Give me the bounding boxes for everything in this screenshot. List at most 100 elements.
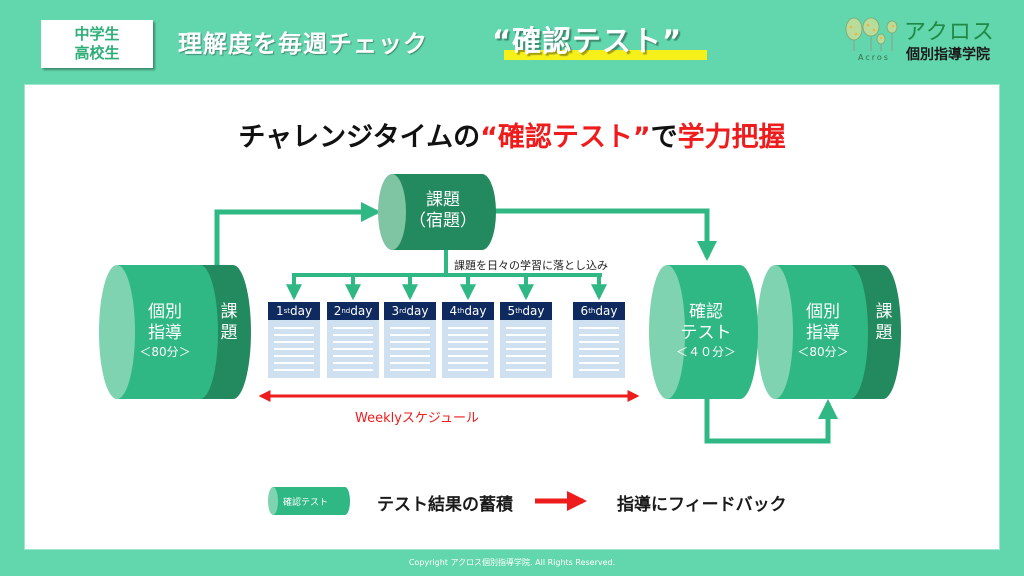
day-label: day [464,304,487,318]
text-line [390,369,430,371]
homework-line-1: 課題 [426,190,460,210]
left-homework-side-label: 課 題 [217,302,241,344]
right-lesson-cylinder [757,265,901,399]
text-line [579,341,619,343]
text-line [506,341,546,343]
text-line [579,362,619,364]
text-line [506,369,546,371]
grade-badge: 中学生 高校生 [41,20,153,68]
main-title: チャレンジタイムの“確認テスト”で学力把握 [25,115,999,154]
day-card-lines [573,320,625,371]
right-lesson-line-1: 個別 [806,302,840,322]
text-line [333,327,373,329]
title-part-1: チャレンジタイムの [238,122,481,153]
logo-subtitle: 個別指導学院 [906,47,990,63]
text-line [579,369,619,371]
text-line [274,334,314,336]
day-number: 6 [580,304,589,318]
footer-copyright: Copyright アクロス個別指導学院. All Rights Reserve… [408,558,616,567]
arrow-homework-to-test [493,208,717,261]
day-suffix: th [588,307,596,315]
side-char-2: 題 [875,323,893,343]
test-duration: ＜４０分＞ [675,345,736,359]
test-line-1: 確認 [689,302,723,322]
badge-line-1: 中学生 [74,25,120,43]
text-line [274,327,314,329]
text-line [579,355,619,357]
day-label: day [350,304,373,318]
text-line [390,327,430,329]
text-line [333,362,373,364]
right-lesson-duration: ＜80分＞ [797,345,849,359]
side-char-1: 課 [875,302,893,322]
badge-line-2: 高校生 [74,44,120,62]
day-card-lines [268,320,320,371]
logo: アクロス 個別指導学院 Acros [843,15,1003,65]
homework-cylinder [378,174,496,250]
text-line [448,341,488,343]
arrow-lesson-to-homework [214,202,381,265]
day-label: day [289,304,313,318]
day-number: 5 [507,304,516,318]
text-line [274,348,314,350]
text-line [274,341,314,343]
text-line [274,355,314,357]
keyword: “確認テスト” [492,24,683,58]
text-line [448,355,488,357]
text-line [333,341,373,343]
day-card-lines [500,320,552,371]
left-lesson-duration: ＜80分＞ [139,345,191,359]
title-highlight-2: 学力把握 [677,122,786,153]
day-card-lines [384,320,436,371]
day-suffix: th [515,307,523,315]
text-line [448,348,488,350]
day-number: 2 [333,304,342,318]
text-line [448,369,488,371]
text-line [390,341,430,343]
day-arrows [286,275,607,301]
title-highlight-1: “確認テスト” [480,122,651,153]
text-line [333,355,373,357]
right-lesson-label: 個別 指導 ＜80分＞ [793,302,853,360]
text-line [579,327,619,329]
text-line [274,369,314,371]
text-line [579,334,619,336]
homework-cylinder-label: 課題 （宿題） [403,190,483,232]
day-suffix: rd [399,307,407,315]
left-lesson-line-1: 個別 [148,302,182,322]
day-number: 4 [449,304,458,318]
test-line-2: テスト [680,323,732,343]
text-line [579,348,619,350]
right-lesson-line-2: 指導 [806,323,840,343]
text-line [448,327,488,329]
logo-name: アクロス [904,20,995,45]
distribution-bar [292,247,602,277]
text-line [390,334,430,336]
text-line [506,348,546,350]
text-line [333,348,373,350]
text-line [333,369,373,371]
text-line [448,334,488,336]
text-line [448,362,488,364]
day-card-lines [327,320,379,371]
legend-result-text: テスト結果の蓄積 [377,495,513,515]
keyword-highlight-bar [504,50,707,60]
day-label: day [406,304,429,318]
day-suffix: st [283,307,290,315]
text-line [506,327,546,329]
day-suffix: nd [341,307,351,315]
day-suffix: th [457,307,465,315]
text-line [506,362,546,364]
side-char-1: 課 [220,302,238,322]
